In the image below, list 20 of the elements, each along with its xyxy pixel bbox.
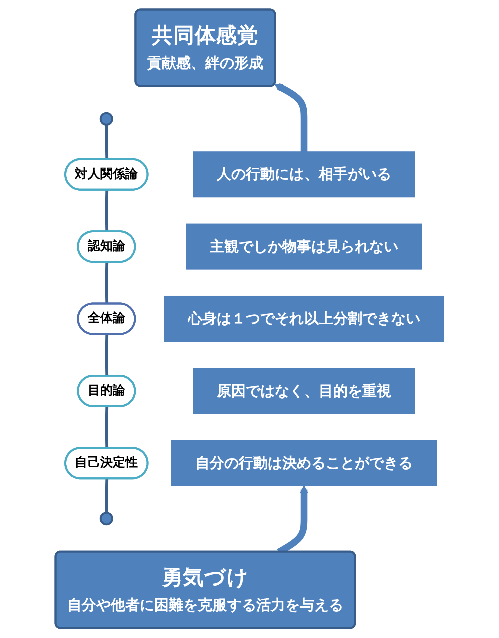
connector-line <box>104 124 108 160</box>
connector-line <box>104 479 108 514</box>
theory-ellipse: 対人関係論 <box>64 158 148 191</box>
endpoint-dot-icon <box>100 112 114 126</box>
endpoint-dot-icon <box>100 512 114 526</box>
description-bar: 主観でしか物事は見られない <box>186 224 422 270</box>
connector-line <box>105 262 108 304</box>
connector-line <box>105 406 108 449</box>
theory-ellipse: 全体論 <box>76 302 136 336</box>
connector-line <box>105 190 108 232</box>
concept-box: 勇気づけ 自分や他者に困難を克服する活力を与える <box>54 550 356 630</box>
concept-box: 共同体感覚 貢献感、絆の形成 <box>134 8 276 88</box>
description-bar: 人の行動には、相手がいる <box>193 152 415 198</box>
arrow <box>274 83 308 154</box>
connector-line <box>105 334 108 376</box>
theory-ellipse: 自己決定性 <box>64 447 148 480</box>
description-bar: 自分の行動は決めることができる <box>171 440 437 486</box>
theory-ellipse: 目的論 <box>76 374 136 408</box>
description-bar: 原因ではなく、目的を重視 <box>193 368 415 414</box>
theory-ellipse: 認知論 <box>76 230 136 264</box>
